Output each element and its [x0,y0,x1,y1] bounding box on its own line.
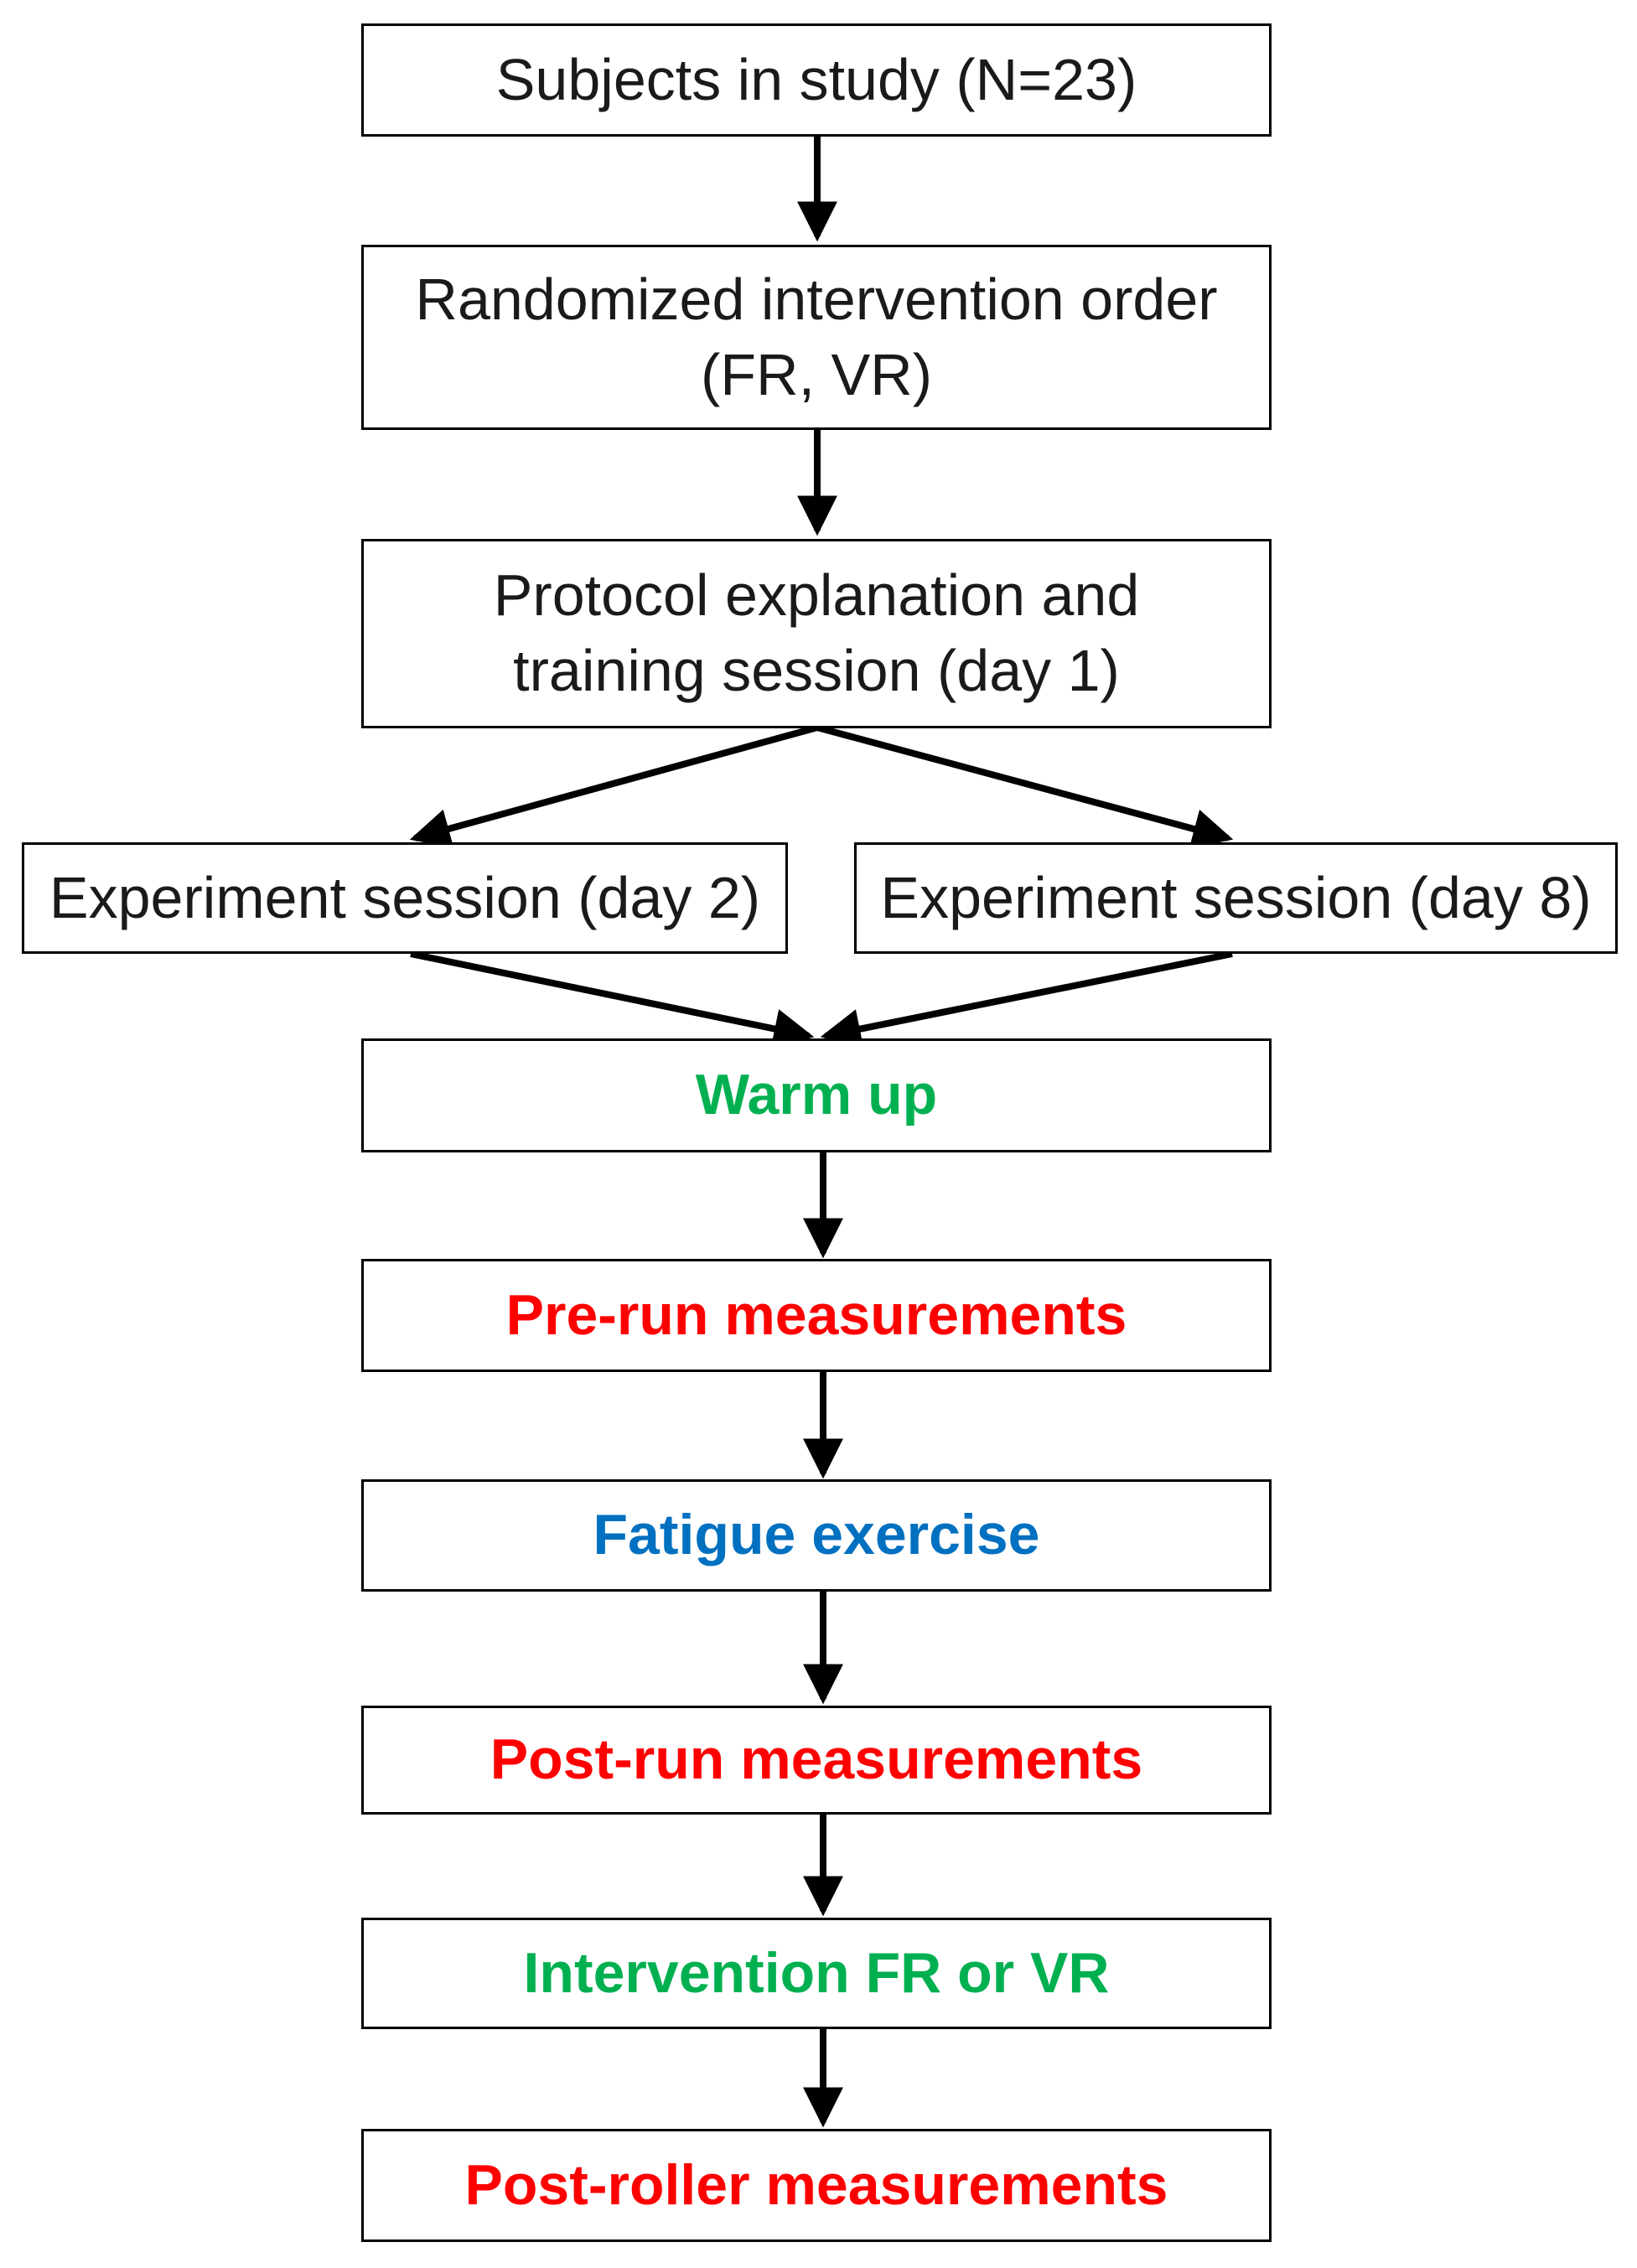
post-run-box: Post-run measurements [361,1706,1272,1815]
session-day8-box: Experiment session (day 8) [854,842,1618,954]
session-day2-box: Experiment session (day 2) [22,842,788,954]
randomized-box: Randomized intervention order (FR, VR) [361,245,1272,430]
subjects-label: Subjects in study (N=23) [495,46,1137,112]
arrow-protocol-to-day2 [409,724,819,849]
arrow-day8-to-warmup [820,950,1233,1049]
post-roller-label: Post-roller measurements [464,2152,1168,2217]
pre-run-box: Pre-run measurements [361,1259,1272,1372]
post-run-label: Post-run measurements [490,1727,1143,1792]
protocol-label-line2: training session (day 1) [513,638,1120,703]
session-day2-label: Experiment session (day 2) [49,864,761,930]
arrow-protocol-to-day8 [816,724,1234,849]
intervention-label: Intervention FR or VR [523,1940,1110,2005]
post-roller-box: Post-roller measurements [361,2129,1272,2242]
protocol-label-line1: Protocol explanation and [493,562,1140,629]
protocol-box: Protocol explanation and training sessio… [361,539,1272,728]
session-day8-label: Experiment session (day 8) [880,864,1592,930]
fatigue-box: Fatigue exercise [361,1479,1272,1592]
randomized-label-line2: (FR, VR) [700,341,933,407]
pre-run-label: Pre-run measurements [505,1282,1127,1347]
fatigue-label: Fatigue exercise [593,1503,1040,1567]
subjects-box: Subjects in study (N=23) [361,23,1272,137]
intervention-box: Intervention FR or VR [361,1918,1272,2029]
warm-up-label: Warm up [695,1063,938,1127]
warm-up-box: Warm up [361,1038,1272,1152]
randomized-label-line1: Randomized intervention order [415,266,1218,332]
arrow-day2-to-warmup [410,950,815,1049]
